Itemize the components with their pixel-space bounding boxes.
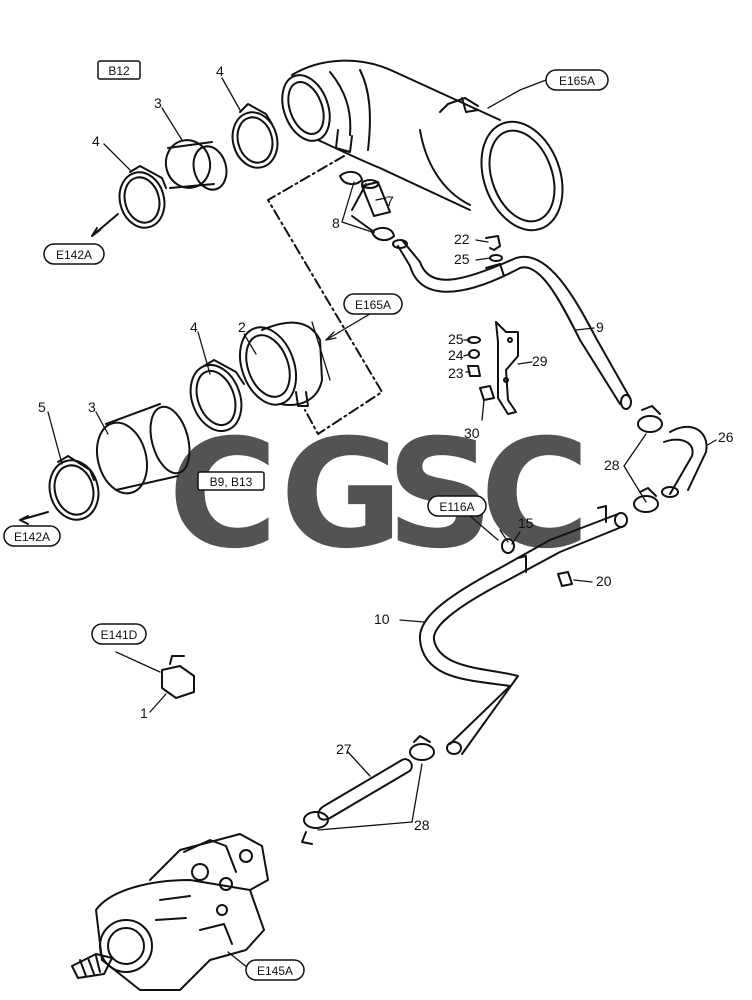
- ref-e142a-top-box: [43, 243, 105, 265]
- ref-e145a-box: [245, 959, 305, 981]
- ref-e116a-box: [427, 495, 487, 517]
- label-part-1: 1: [140, 705, 148, 721]
- ref-b12: B12: [108, 64, 130, 78]
- watermark-letter-g: G: [280, 408, 403, 582]
- ref-e142a-bottom: E142A: [14, 530, 50, 544]
- clamps-part-28-bottom: [301, 735, 435, 845]
- ref-e141d: E141D: [101, 628, 138, 642]
- bolt-part-20: [557, 571, 573, 587]
- label-part-9: 9: [596, 319, 604, 335]
- label-part-27: 27: [336, 741, 352, 757]
- ref-e165a-top: E165A: [559, 74, 595, 88]
- bolt-part-30: [479, 385, 495, 401]
- plug-part-1: [161, 655, 195, 699]
- pipe-part-10: [418, 505, 628, 755]
- ref-e145a: E145A: [257, 964, 293, 978]
- label-part-23: 23: [448, 365, 464, 381]
- part-labels: 4 3 4 4 2 3 5 7 8 22 25 9 25 24 23 29 30…: [38, 63, 734, 833]
- ref-b12-box: [97, 60, 141, 80]
- label-part-24: 24: [448, 347, 464, 363]
- watermark-letter-s: S: [386, 408, 494, 582]
- watermark-letter-c1: C: [168, 408, 278, 582]
- clamp-part-8: [339, 170, 395, 242]
- label-part-28: 28: [604, 457, 620, 473]
- bracket-part-29: [495, 321, 519, 415]
- label-part-20: 20: [596, 573, 612, 589]
- clamp-part-4-top-b: [118, 165, 167, 229]
- clamp-part-4-mid: [189, 359, 245, 432]
- ref-e165a-mid: E165A: [355, 298, 391, 312]
- hose-part-27: [317, 758, 413, 821]
- label-leaders: [47, 77, 717, 831]
- label-part-4: 4: [92, 133, 100, 149]
- label-part-30: 30: [464, 425, 480, 441]
- label-part-5: 5: [38, 399, 46, 415]
- ref-b9-b13-box: [197, 471, 265, 491]
- ref-e116a: E116A: [439, 500, 474, 514]
- ref-b9-b13: B9, B13: [210, 475, 253, 489]
- label-part-7: 7: [386, 193, 394, 209]
- leader-e145a: [227, 951, 249, 969]
- reference-labels: B12 B9, B13 E165A E165A E142A E142A E116…: [14, 64, 595, 978]
- hose-part-7: [361, 179, 391, 217]
- ref-e142a-bottom-box: [3, 525, 61, 547]
- watermark: C G S C: [168, 408, 590, 582]
- ref-e142a-top: E142A: [56, 248, 92, 262]
- label-part-25: 25: [454, 251, 470, 267]
- washer-part-25-top: [489, 254, 503, 262]
- ref-e165a-top-box: [545, 69, 609, 91]
- label-part-10: 10: [374, 611, 390, 627]
- label-part-2: 2: [238, 319, 246, 335]
- clamps-part-28-right: [633, 405, 663, 513]
- pipe-part-2: [238, 321, 323, 407]
- clamp-part-5: [48, 455, 100, 521]
- label-part-22: 22: [454, 231, 470, 247]
- air-duct-elbow: [281, 59, 564, 232]
- label-part-4: 4: [190, 319, 198, 335]
- part-15-fitting: [501, 538, 515, 554]
- pipe-part-9: [392, 239, 632, 410]
- label-part-28: 28: [414, 817, 430, 833]
- leader-e165a-top: [487, 79, 547, 109]
- watermark-letter-c2: C: [480, 408, 590, 582]
- washers-parts-23-24-25: [467, 336, 481, 377]
- label-part-8: 8: [332, 215, 340, 231]
- label-part-29: 29: [532, 353, 548, 369]
- sleeve-part-3-top: [164, 139, 228, 191]
- ref-e141d-box: [91, 623, 147, 645]
- hydraulic-pump: [71, 833, 269, 991]
- label-part-4: 4: [216, 63, 224, 79]
- label-part-26: 26: [718, 429, 734, 445]
- sleeve-part-3-mid: [96, 403, 191, 495]
- hose-part-26: [661, 425, 708, 498]
- label-part-25: 25: [448, 331, 464, 347]
- ref-e165a-mid-box: [343, 293, 403, 315]
- reference-boxes: [3, 60, 609, 981]
- clamp-part-4-top-a: [231, 103, 279, 169]
- label-part-3: 3: [154, 95, 162, 111]
- bolt-part-22: [485, 235, 501, 251]
- label-part-15: 15: [518, 515, 534, 531]
- label-part-3: 3: [88, 399, 96, 415]
